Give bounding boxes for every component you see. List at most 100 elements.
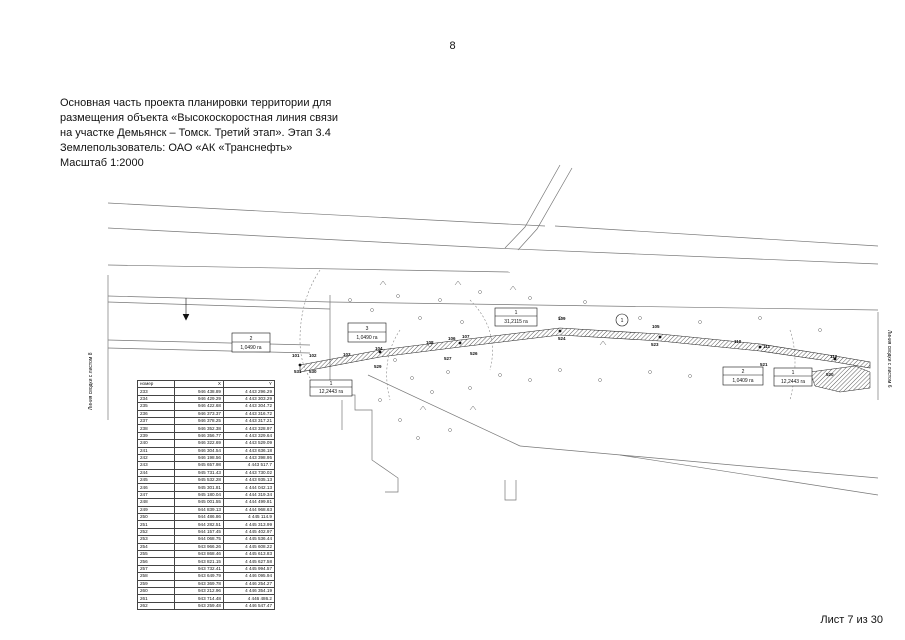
table-cell: 258 — [137, 572, 175, 581]
document-header: Основная часть проекта планировки террит… — [60, 96, 338, 171]
table-cell: 244 — [137, 468, 175, 478]
table-cell: 262 — [137, 601, 175, 611]
table-cell: 944 839.13 — [174, 505, 224, 515]
vegetation-symbols — [348, 280, 822, 440]
svg-text:12,2443 га: 12,2443 га — [319, 389, 343, 395]
table-cell: 249 — [137, 505, 175, 515]
table-cell: 4 443 296.29 — [223, 387, 275, 396]
table-cell: 943 259.48 — [174, 601, 224, 611]
table-cell: 4 444 042.13 — [223, 483, 275, 492]
table-cell: 946 378.25 — [174, 416, 224, 426]
table-cell: 250 — [137, 513, 175, 522]
table-cell: 4 446 486.2 — [223, 594, 275, 603]
table-cell: 946 438.89 — [174, 387, 224, 396]
table-cell: 944 157.45 — [174, 527, 224, 537]
table-cell: 254 — [137, 542, 175, 552]
table-cell: 260 — [137, 586, 175, 596]
table-cell: 4 443 303.29 — [223, 394, 275, 404]
stitch-label-right: Линия сводки с листом 6 — [886, 330, 892, 388]
table-cell: 4 444 319.34 — [223, 490, 275, 500]
table-cell: 238 — [137, 424, 175, 433]
header-line: Землепользователь: ОАО «АК «Транснефть» — [60, 142, 293, 154]
table-cell: 944 282.51 — [174, 520, 224, 529]
table-cell: 946 304.54 — [174, 446, 224, 455]
plot-box: 2 1,0490 га — [231, 332, 271, 353]
svg-text:103: 103 — [343, 352, 351, 357]
svg-text:102: 102 — [309, 353, 317, 358]
table-cell: 944 486.86 — [174, 513, 224, 522]
svg-text:527: 527 — [444, 356, 452, 361]
table-cell: 242 — [137, 453, 175, 463]
table-cell: 4 443 398.95 — [223, 453, 275, 463]
table-cell: 236 — [137, 409, 175, 418]
plot-box: 1 12,2443 га — [309, 379, 353, 397]
page-number: 8 — [449, 40, 456, 52]
svg-text:1: 1 — [330, 381, 333, 387]
table-cell: 241 — [137, 446, 175, 455]
scale-label: Масштаб 1:2000 — [60, 157, 144, 169]
plot-box: 3 1,0490 га — [347, 322, 387, 343]
svg-text:2: 2 — [742, 369, 745, 375]
table-cell: 943 369.78 — [174, 579, 224, 588]
svg-text:110: 110 — [734, 339, 742, 344]
table-cell: 259 — [137, 579, 175, 588]
circle-marker: 1 — [615, 313, 629, 327]
table-cell: 4 446 095.94 — [223, 572, 275, 581]
svg-text:106: 106 — [448, 336, 456, 341]
svg-text:1,0409 га: 1,0409 га — [732, 378, 753, 384]
table-cell: 4 445 114.9 — [223, 513, 275, 522]
turning-points: 101 102 531 530 103 104 529 108 106 107 … — [292, 316, 838, 377]
svg-text:523: 523 — [651, 342, 659, 347]
point-markers — [298, 329, 837, 367]
header-line: Основная часть проекта планировки террит… — [60, 97, 332, 109]
table-cell: 245 — [137, 476, 175, 485]
stitch-label-left: Линия сводки с листом 8 — [88, 352, 94, 410]
table-cell: 4 443 329.64 — [223, 431, 275, 441]
table-cell: 4 443 935.13 — [223, 476, 275, 485]
column-header: Y — [223, 379, 275, 389]
header-line: на участке Демьянск – Томск. Третий этап… — [60, 127, 331, 139]
svg-text:1: 1 — [515, 310, 518, 316]
table-cell: 4 443 730.02 — [223, 468, 275, 478]
svg-text:101: 101 — [292, 353, 300, 358]
svg-text:109: 109 — [558, 316, 566, 321]
table-cell: 4 445 402.97 — [223, 527, 275, 537]
table-cell: 4 446 354.19 — [223, 586, 275, 596]
arrow-icon — [182, 298, 190, 321]
column-header: номер — [137, 379, 175, 389]
table-cell: 4 446 547.47 — [223, 601, 275, 611]
svg-text:521: 521 — [760, 362, 768, 367]
svg-text:530: 530 — [309, 369, 317, 374]
svg-text:1: 1 — [792, 370, 795, 376]
table-cell: 946 356.77 — [174, 431, 224, 441]
table-cell: 253 — [137, 535, 175, 544]
table-cell: 4 445 627.58 — [223, 557, 275, 566]
table-cell: 234 — [137, 394, 175, 404]
table-cell: 943 966.26 — [174, 542, 224, 552]
table-cell: 4 444 499.81 — [223, 498, 275, 507]
table-cell: 239 — [137, 431, 175, 441]
table-cell: 247 — [137, 490, 175, 500]
table-cell: 252 — [137, 527, 175, 537]
